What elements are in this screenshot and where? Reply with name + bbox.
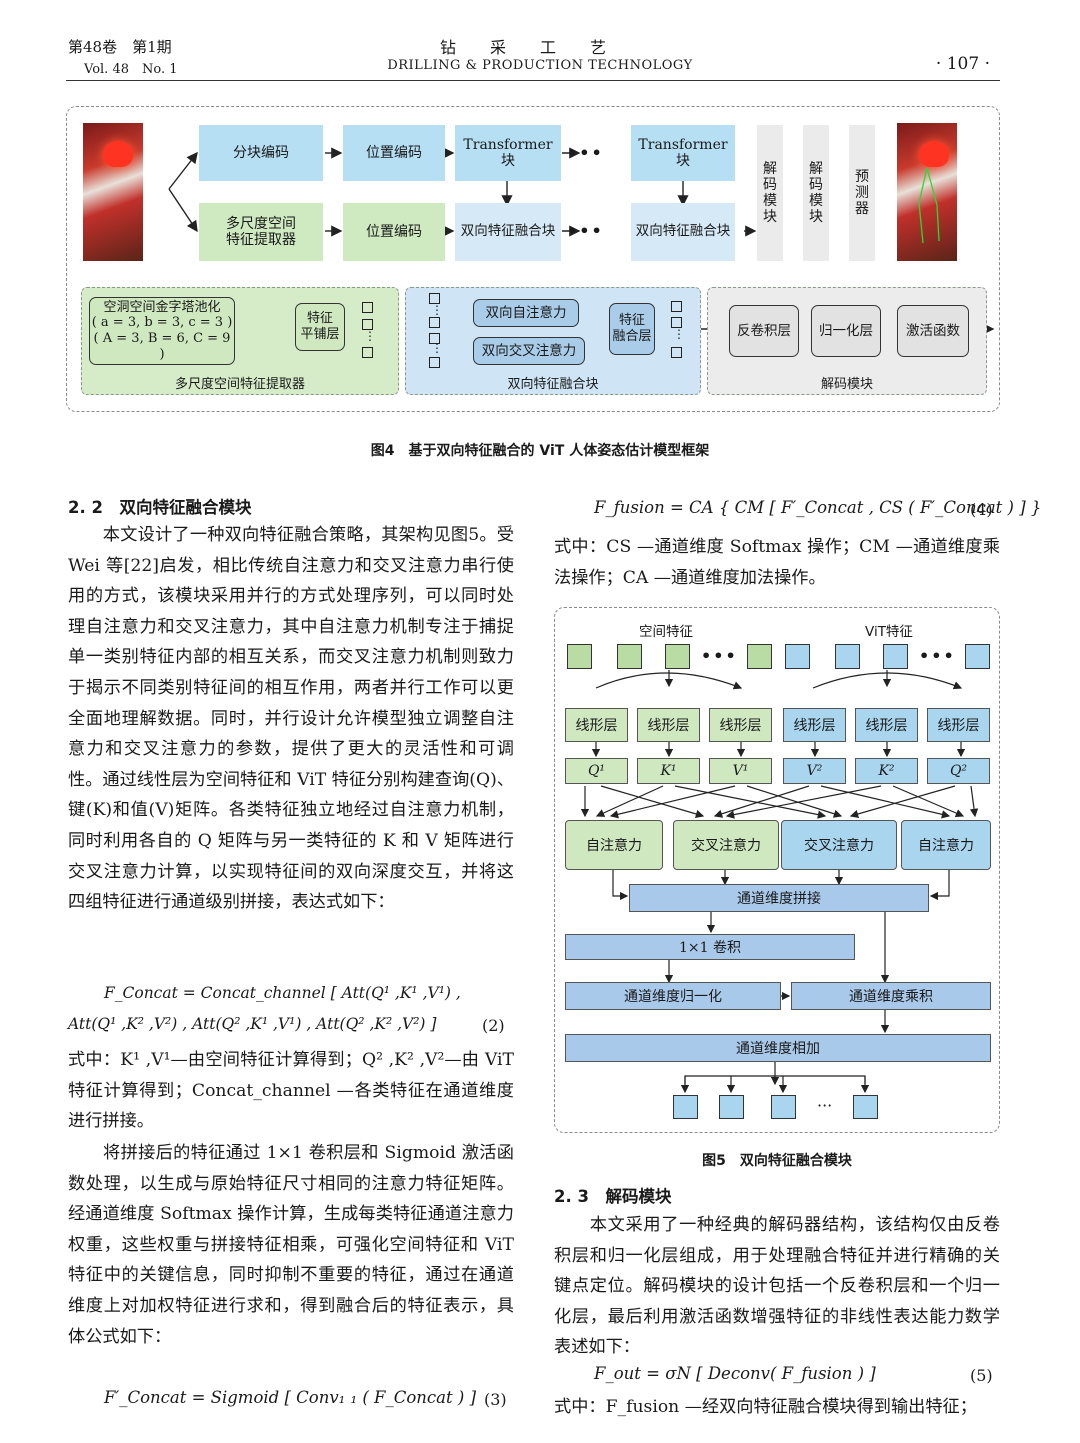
equation-2-number: (2) — [482, 1016, 505, 1035]
section-2-2-heading: 2. 2 双向特征融合模块 — [68, 498, 252, 517]
fig4-multiscale-extractor: 多尺度空间 特征提取器 — [199, 203, 323, 261]
fig5-label-spatial: 空间特征 — [639, 624, 693, 640]
fig5-output-token — [853, 1095, 878, 1119]
output-image-right — [897, 123, 957, 261]
fig5-label-vit: ViT特征 — [865, 624, 913, 640]
fig5-linear-2: 线形层 — [637, 708, 700, 742]
equation-4: F_fusion = CA { CM [ F′_Concat , CS ( F′… — [594, 498, 1042, 517]
fig5-linear-5: 线形层 — [855, 708, 918, 742]
fig4-fusion-block-1: 双向特征融合块 — [455, 203, 561, 261]
fig5-spatial-token — [747, 644, 772, 669]
fig4-panel3-label: 解码模块 — [820, 377, 873, 392]
journal-title-en: DRILLING & PRODUCTION TECHNOLOGY — [387, 58, 693, 73]
fig4-deconv-layer: 反卷积层 — [729, 305, 799, 357]
pose-skeleton — [918, 167, 940, 244]
paragraph-eq4-notes: 式中：CS —通道维度 Softmax 操作；CM —通道维度乘法操作；CA —… — [554, 537, 1000, 588]
fig5-linear-3: 线形层 — [709, 708, 772, 742]
equation-3-number: (3) — [484, 1390, 507, 1409]
section-2-3-heading: 2. 3 解码模块 — [554, 1187, 672, 1206]
volume-issue-cn: 第48卷 第1期 — [68, 38, 172, 56]
fig5-channel-mult: 通道维度乘积 — [791, 982, 991, 1010]
figure-5-caption: 图5 双向特征融合模块 — [702, 1153, 852, 1169]
fig5-vit-token — [883, 644, 908, 669]
fig4-activation: 激活函数 — [897, 305, 969, 357]
fig4-dots-bottom: ••• — [567, 221, 604, 240]
page-number: · 107 · — [935, 54, 990, 74]
fig5-k2: K² — [855, 758, 918, 784]
fig4-dots-top: ••• — [567, 143, 604, 162]
fig4-bi-self-attention: 双向自注意力 — [473, 299, 579, 327]
fig5-self-attention-1: 自注意力 — [565, 820, 663, 870]
fig4-decoder-1: 解 码 模 块 — [757, 125, 783, 261]
equation-2-line2: Att(Q¹ ,K² ,V²) , Att(Q² ,K¹ ,V¹) , Att(… — [68, 1015, 437, 1033]
equation-3: F′_Concat = Sigmoid [ Conv₁ ₁ ( F_Concat… — [104, 1388, 477, 1407]
fig5-linear-6: 线形层 — [927, 708, 990, 742]
fig4-panel1-label: 多尺度空间特征提取器 — [174, 377, 305, 392]
paragraph-eq5-notes: 式中：F_fusion —经双向特征融合模块得到输出特征； — [554, 1397, 977, 1417]
fig5-output-dots: ··· — [817, 1096, 833, 1115]
fig5-output-token — [673, 1095, 698, 1119]
paragraph-2-2-intro: 本文设计了一种双向特征融合策略，其架构见图5。受 Wei 等[22]启发，相比传… — [68, 525, 514, 913]
figure-4-caption: 图4 基于双向特征融合的 ViT 人体姿态估计模型框架 — [370, 443, 710, 459]
fig4-fusion-layer: 特征 融合层 — [609, 303, 655, 355]
fig5-output-token — [771, 1095, 796, 1119]
fig4-aspp-box: 空洞空间金字塔池化 ( a = 3, b = 3, c = 3 ) ( A = … — [89, 297, 235, 365]
fig4-transformer-block-2: Transformer 块 — [631, 125, 735, 181]
header-rule — [66, 80, 1000, 81]
fig5-spatial-token — [665, 644, 690, 669]
input-image-left — [83, 123, 143, 261]
figure-5: 空间特征 ViT特征 ••• ••• 线形层 线形层 线形层 线形层 线形层 线… — [554, 607, 1000, 1133]
fig5-spatial-token — [617, 644, 642, 669]
fig5-vit-token — [785, 644, 810, 669]
paragraph-2-3: 本文采用了一种经典的解码器结构，该结构仅由反卷积层和归一化层组成，用于处理融合特… — [554, 1215, 1000, 1358]
fig5-channel-concat: 通道维度拼接 — [629, 884, 929, 912]
fig5-k1: K¹ — [637, 758, 700, 784]
fig5-dots-spatial: ••• — [701, 646, 738, 665]
fig5-linear-1: 线形层 — [565, 708, 628, 742]
fig4-transformer-block-1: Transformer 块 — [455, 125, 561, 181]
fig5-v1: V¹ — [709, 758, 772, 784]
fig4-pos-embed-top: 位置编码 — [343, 125, 445, 181]
fig5-v2: V² — [783, 758, 846, 784]
paragraph-attention-weights: 将拼接后的特征通过 1×1 卷积层和 Sigmoid 激活函数处理，以生成与原始… — [68, 1143, 514, 1347]
equation-2-line1: F_Concat = Concat_channel [ Att(Q¹ ,K¹ ,… — [104, 984, 461, 1002]
fig5-q1: Q¹ — [565, 758, 628, 784]
fig5-vit-token — [965, 644, 990, 669]
figure-5-arrows — [580, 670, 979, 1094]
fig5-dots-vit: ••• — [919, 646, 956, 665]
fig5-cross-attention-1: 交叉注意力 — [673, 820, 779, 870]
fig5-linear-4: 线形层 — [783, 708, 846, 742]
equation-5-number: (5) — [970, 1366, 993, 1385]
fig4-pos-embed-bottom: 位置编码 — [343, 203, 445, 261]
fig5-self-attention-2: 自注意力 — [901, 820, 991, 870]
fig5-spatial-token — [567, 644, 592, 669]
fig5-output-token — [719, 1095, 744, 1119]
fig4-predictor: 预 测 器 — [849, 125, 875, 261]
fig4-decoder-2: 解 码 模 块 — [803, 125, 829, 261]
fig4-panel2-label: 双向特征融合块 — [507, 377, 599, 392]
journal-title-cn: 钻采工艺 — [439, 38, 640, 57]
equation-4-number: (4) — [970, 500, 993, 519]
fig4-flatten-layer: 特征 平铺层 — [295, 303, 345, 351]
fig4-bi-cross-attention: 双向交叉注意力 — [473, 337, 585, 365]
fig5-q2: Q² — [927, 758, 990, 784]
equation-5: F_out = σN [ Deconv( F_fusion ) ] — [594, 1364, 876, 1383]
fig5-conv-1x1: 1×1 卷积 — [565, 934, 855, 960]
fig4-patch-embed: 分块编码 — [199, 125, 323, 181]
volume-issue-en: Vol. 48 No. 1 — [84, 62, 178, 77]
figure-4: 分块编码 位置编码 Transformer 块 ••• Transformer … — [66, 106, 1000, 412]
fig4-fusion-block-2: 双向特征融合块 — [631, 203, 735, 261]
fig5-channel-add: 通道维度相加 — [565, 1034, 991, 1062]
fig4-norm-layer: 归一化层 — [811, 305, 881, 357]
fig5-channel-norm: 通道维度归一化 — [565, 982, 781, 1010]
fig5-vit-token — [835, 644, 860, 669]
fig5-cross-attention-2: 交叉注意力 — [781, 820, 897, 870]
paragraph-eq2-notes: 式中：K¹ ,V¹—由空间特征计算得到；Q² ,K² ,V²—由 ViT 特征计… — [68, 1050, 514, 1132]
